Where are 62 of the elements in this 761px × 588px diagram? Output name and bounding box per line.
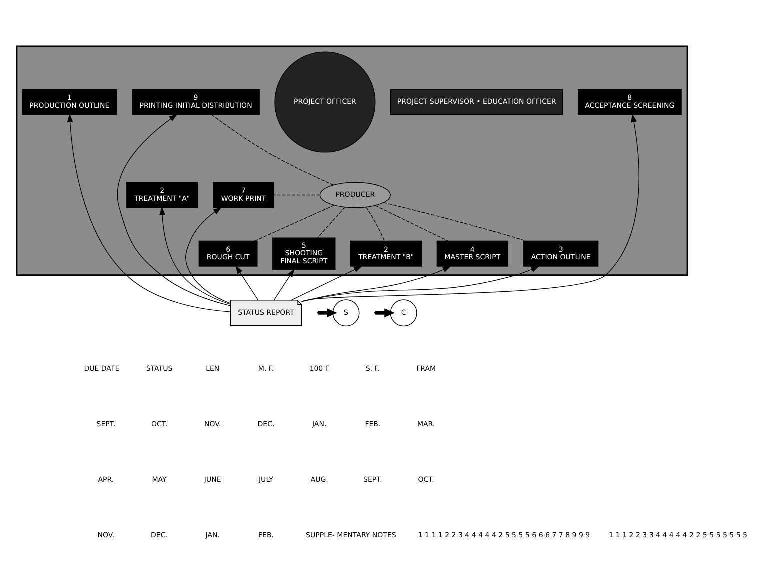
node-box: 8 ACCEPTANCE SCREENING — [578, 88, 682, 115]
label: SEPT. — [96, 418, 116, 428]
label: FEB. — [365, 418, 381, 428]
arrow — [236, 265, 259, 300]
node-box: 5 SHOOTING FINAL SCRIPT — [272, 237, 336, 270]
arrow — [318, 308, 338, 318]
node-box: 2 TREATMENT "B" — [350, 240, 422, 266]
label: MAR. — [417, 418, 436, 428]
connector — [375, 204, 448, 242]
node-circle: S — [332, 299, 360, 326]
connector — [366, 206, 385, 241]
arrow — [117, 114, 231, 306]
label: APR. — [98, 474, 114, 484]
arrow — [186, 206, 232, 304]
label: FRAM — [416, 363, 436, 372]
label: NOV. — [98, 530, 115, 539]
label: SUPPLE- MENTARY NOTES — [306, 530, 396, 539]
connector — [318, 206, 346, 238]
label: JAN. — [206, 530, 220, 539]
connector — [383, 202, 527, 242]
label: 1 1 1 1 2 2 3 4 4 4 4 4 2 5 5 5 5 6 6 6 7 7 8 9 9 9 — [418, 530, 590, 539]
node-box: 9 PRINTING INITIAL DISTRIBUTION — [132, 88, 260, 115]
label: OCT. — [151, 418, 168, 428]
arrow — [274, 268, 295, 300]
arrow — [301, 266, 540, 302]
connector — [211, 114, 334, 186]
node-box: 2 TREATMENT "A" — [126, 182, 198, 208]
label: JULY — [259, 474, 274, 484]
label: STATUS — [146, 363, 173, 372]
node-box: PROJECT SUPERVISOR • EDUCATION OFFICER — [390, 88, 564, 115]
label: SEPT. — [364, 474, 382, 484]
node-box: 3 ACTION OUTLINE — [524, 240, 599, 266]
node-circle: PROJECT OFFICER — [274, 51, 376, 152]
connector — [274, 194, 320, 196]
label: NOV. — [204, 418, 222, 428]
label: AUG. — [310, 474, 328, 484]
arrow — [67, 113, 232, 312]
node-box: 1 PRODUCTION OUTLINE — [22, 88, 118, 115]
label: DEC. — [258, 418, 275, 428]
label: S. F. — [366, 363, 380, 372]
label: MAY — [152, 474, 167, 484]
label: 100 F — [310, 363, 330, 372]
node-box: 4 MASTER SCRIPT — [436, 240, 508, 266]
label: 1 1 1 2 2 3 3 4 4 4 4 4 2 2 5 5 5 5 5 5 5 — [609, 530, 748, 539]
label: M. F. — [258, 363, 274, 372]
arrow — [290, 266, 363, 300]
label: JAN. — [312, 418, 327, 428]
node-box: 7 WORK PRINT — [213, 182, 274, 208]
label: JUNE — [204, 474, 222, 484]
arrow — [301, 266, 452, 302]
arrow — [301, 113, 640, 302]
connector — [254, 204, 335, 242]
label: OCT. — [418, 474, 434, 484]
label: FEB. — [258, 530, 274, 539]
node-circle: C — [390, 299, 418, 326]
label: DUE DATE — [84, 363, 120, 372]
node-ellipse: PRODUCER — [320, 182, 391, 208]
label: LEN — [206, 363, 220, 372]
node-box: 6 ROUGH CUT — [198, 240, 258, 266]
label: DEC. — [151, 530, 168, 539]
arrow — [376, 308, 395, 318]
arrow — [160, 206, 231, 304]
